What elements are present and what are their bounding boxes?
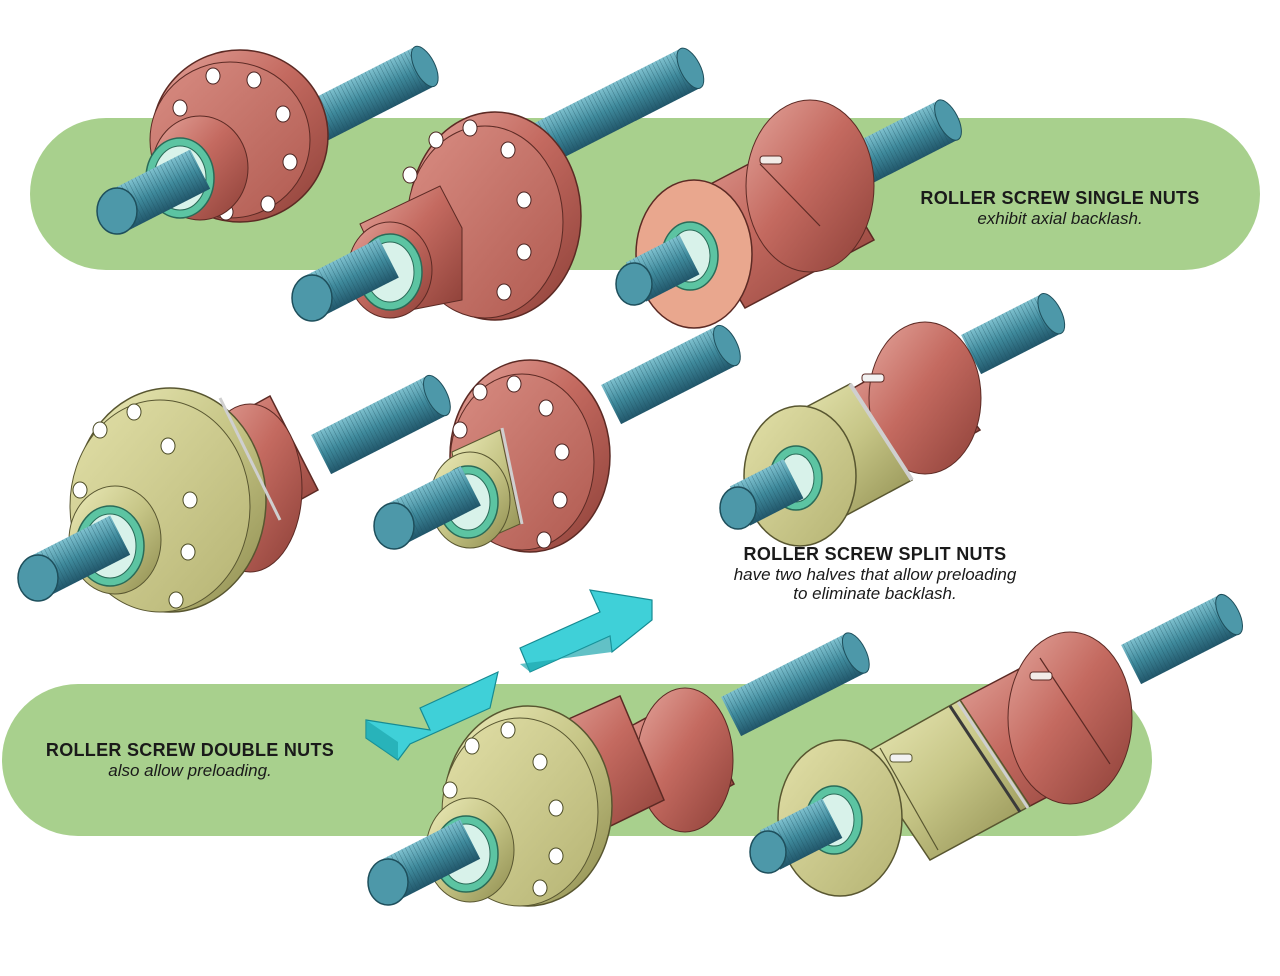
split-nuts-caption: ROLLER SCREW SPLIT NUTS have two halves … bbox=[640, 544, 1110, 604]
double-flanged-nut bbox=[367, 632, 870, 907]
double-nuts-caption: ROLLER SCREW DOUBLE NUTS also allow prel… bbox=[20, 740, 360, 780]
split-flanged-nut-1 bbox=[17, 374, 451, 613]
single-nut-band bbox=[30, 118, 1260, 270]
split-cylindrical-nut bbox=[719, 293, 1066, 547]
split-nuts-subtitle-line2: to eliminate backlash. bbox=[793, 584, 957, 604]
double-cylindrical-nut bbox=[749, 593, 1243, 897]
split-nuts-title: ROLLER SCREW SPLIT NUTS bbox=[743, 544, 1007, 564]
double-nuts-subtitle: also allow preloading. bbox=[108, 760, 272, 780]
split-nuts-subtitle-line1: have two halves that allow preloading bbox=[733, 564, 1017, 584]
preload-arrows-icon bbox=[365, 589, 653, 761]
single-nuts-caption: ROLLER SCREW SINGLE NUTS exhibit axial b… bbox=[880, 188, 1240, 228]
single-nuts-subtitle: exhibit axial backlash. bbox=[977, 208, 1143, 228]
single-flanged-nut-2 bbox=[291, 47, 705, 322]
split-flanged-nut-2 bbox=[373, 324, 741, 553]
single-cylindrical-nut bbox=[615, 99, 962, 329]
single-flanged-nut-1 bbox=[96, 45, 439, 235]
single-nuts-title: ROLLER SCREW SINGLE NUTS bbox=[920, 188, 1200, 208]
double-nuts-title: ROLLER SCREW DOUBLE NUTS bbox=[45, 740, 335, 760]
